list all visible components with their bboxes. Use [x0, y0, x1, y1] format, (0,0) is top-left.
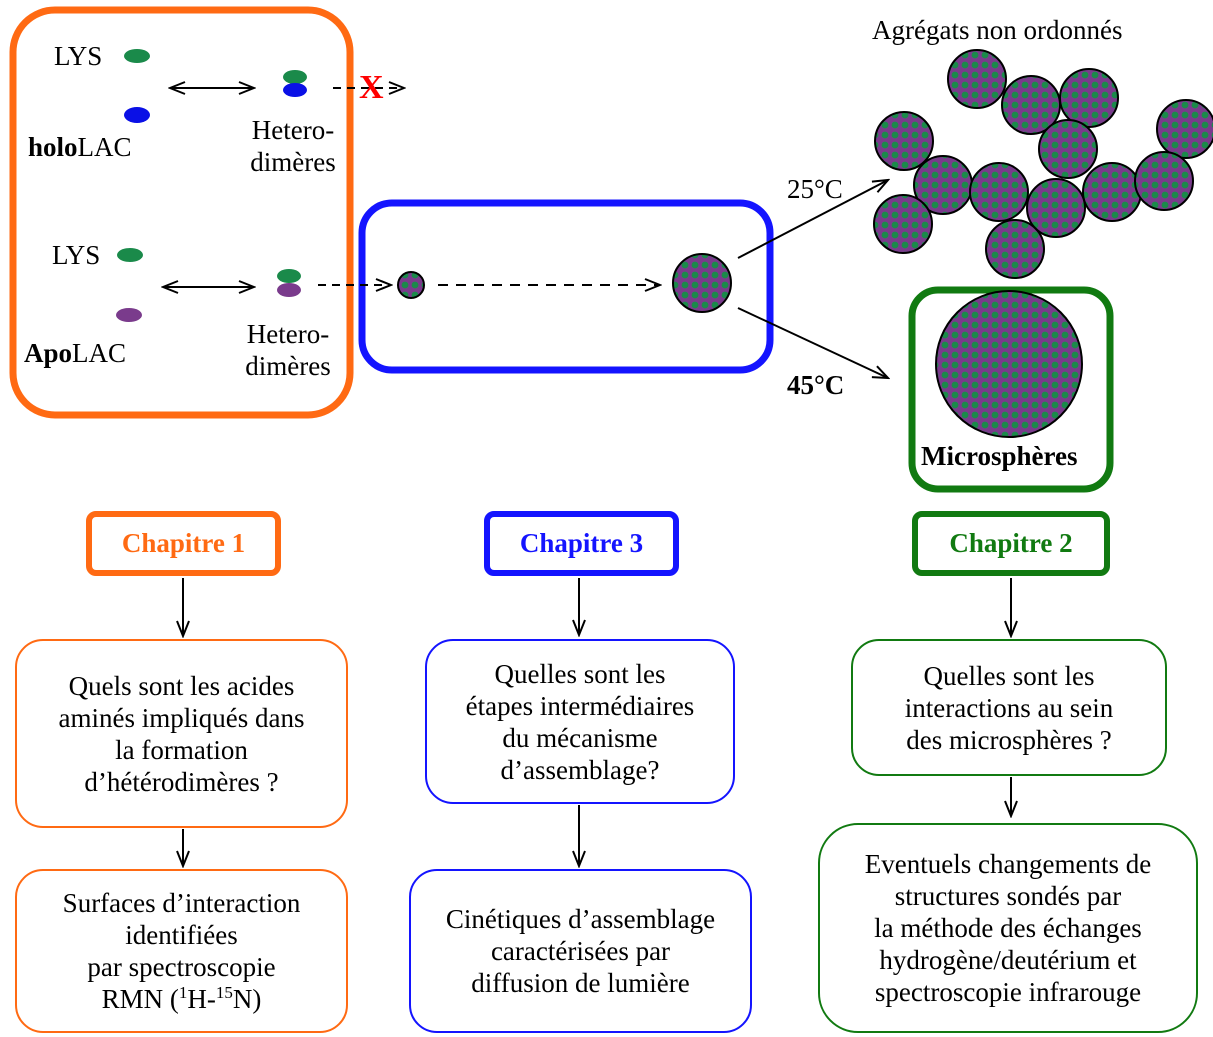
- chapter-3-question-box: Quelles sont les étapes intermédiaires d…: [425, 639, 735, 804]
- hololac-label: holoLAC: [28, 131, 132, 163]
- chapter-2-method-line: hydrogène/deutérium et: [879, 945, 1137, 975]
- chapter-2-method-line: Eventuels changements de: [864, 849, 1152, 879]
- apolac-label-bold: Apo: [24, 338, 73, 368]
- lys-label-2: LYS: [52, 240, 101, 270]
- apolac-label: ApoLAC: [24, 337, 126, 369]
- chapter-1-question-line: la formation: [115, 734, 248, 765]
- chapter-2-question-line: Quelles sont les: [923, 660, 1095, 691]
- nmr-mid: H-: [187, 984, 216, 1014]
- apo-ellipse: [116, 308, 142, 322]
- chapter-1-question-line: aminés impliqués dans: [58, 702, 305, 733]
- chapter-3-method-line: caractérisées par: [490, 936, 671, 966]
- chapter-3-question-line: étapes intermédiaires: [465, 690, 695, 721]
- heterodimer-1-lys: [283, 70, 307, 84]
- disordered-aggregates: [873, 49, 1213, 279]
- microsphere: [935, 290, 1083, 438]
- heterodimer-label-1: Hetero- dimères: [233, 114, 353, 178]
- chapter-2-question-box: Quelles sont les interactions au sein de…: [851, 639, 1167, 776]
- lys-label-1: LYS: [54, 41, 103, 71]
- hololac-label-rest: LAC: [77, 132, 132, 162]
- chapter-3-question-line: Quelles sont les: [494, 658, 666, 689]
- nmr-sup-15: 15: [215, 983, 233, 1002]
- lys-ellipse-2: [117, 248, 143, 262]
- blocked-x-mark: X: [359, 69, 384, 106]
- heterodimer-label-1-line2: dimères: [250, 147, 336, 177]
- chapter-1-question-line: d’hétérodimères ?: [84, 766, 279, 797]
- nmr-prefix: RMN (: [101, 984, 179, 1014]
- chapter-1-method-box: Surfaces d’interaction identifiées par s…: [15, 869, 348, 1033]
- temperature-45c: 45°C: [787, 370, 845, 400]
- chapter-3-method-line: Cinétiques d’assemblage: [445, 904, 716, 934]
- chapter-1-method-line: Surfaces d’interaction: [62, 888, 301, 918]
- heterodimer-label-2-line2: dimères: [245, 351, 331, 381]
- chapter-1-method-line: par spectroscopie: [87, 952, 276, 982]
- arrow-45c: [737, 307, 888, 378]
- heterodimer-2-lys: [277, 269, 301, 283]
- arrow-25c: [737, 180, 888, 259]
- aggregates-title: Agrégats non ordonnés: [872, 15, 1123, 45]
- temperature-25c: 25°C: [787, 174, 843, 204]
- lys-ellipse-1: [124, 49, 150, 63]
- chapter-3-method-box: Cinétiques d’assemblage caractérisées pa…: [409, 869, 752, 1033]
- heterodimer-2-apo: [277, 283, 301, 297]
- orange-region-box: [9, 6, 354, 419]
- chapter-1-question-line: Quels sont les acides: [68, 670, 295, 701]
- chapter-2-method-line: spectroscopie infrarouge: [874, 977, 1142, 1007]
- nmr-suffix: N): [232, 984, 262, 1014]
- microspheres-label: Microsphères: [921, 441, 1078, 471]
- chapter-1-question-box: Quels sont les acides aminés impliqués d…: [15, 639, 348, 828]
- nucleus-large: [672, 253, 732, 313]
- chapter-3-title: Chapitre 3: [519, 528, 644, 558]
- chapter-1-box: Chapitre 1: [86, 511, 281, 576]
- chapter-2-method-line: structures sondés par: [894, 881, 1122, 911]
- blue-region-box: [358, 199, 774, 374]
- chapter-2-method-box: Eventuels changements de structures sond…: [818, 823, 1198, 1033]
- holo-ellipse: [124, 107, 150, 123]
- chapter-3-method-line: diffusion de lumière: [471, 968, 690, 998]
- chapter-1-method-line: identifiées: [125, 920, 238, 950]
- heterodimer-label-2-line1: Hetero-: [246, 319, 330, 349]
- nucleus-small: [397, 271, 425, 299]
- chapter-2-question-line: des microsphères ?: [906, 724, 1112, 755]
- chapter-1-method-nmr-line: RMN (1H-15N): [63, 983, 301, 1015]
- hololac-label-bold: holo: [28, 132, 78, 162]
- chapter-1-title: Chapitre 1: [121, 528, 246, 558]
- chapter-3-question-line: du mécanisme: [502, 722, 658, 753]
- chapter-3-box: Chapitre 3: [484, 511, 679, 576]
- green-region-box: [908, 286, 1114, 493]
- heterodimer-label-2: Hetero- dimères: [228, 318, 348, 382]
- heterodimer-1-holo: [283, 83, 307, 97]
- chapter-2-box: Chapitre 2: [912, 511, 1110, 576]
- chapter-3-question-line: d’assemblage?: [500, 754, 660, 785]
- chapter-2-title: Chapitre 2: [949, 528, 1073, 558]
- nmr-sup-1: 1: [178, 983, 188, 1002]
- chapter-2-question-line: interactions au sein: [904, 692, 1114, 723]
- heterodimer-label-1-line1: Hetero-: [251, 115, 335, 145]
- chapter-2-method-line: la méthode des échanges: [874, 913, 1142, 943]
- apolac-label-rest: LAC: [72, 338, 127, 368]
